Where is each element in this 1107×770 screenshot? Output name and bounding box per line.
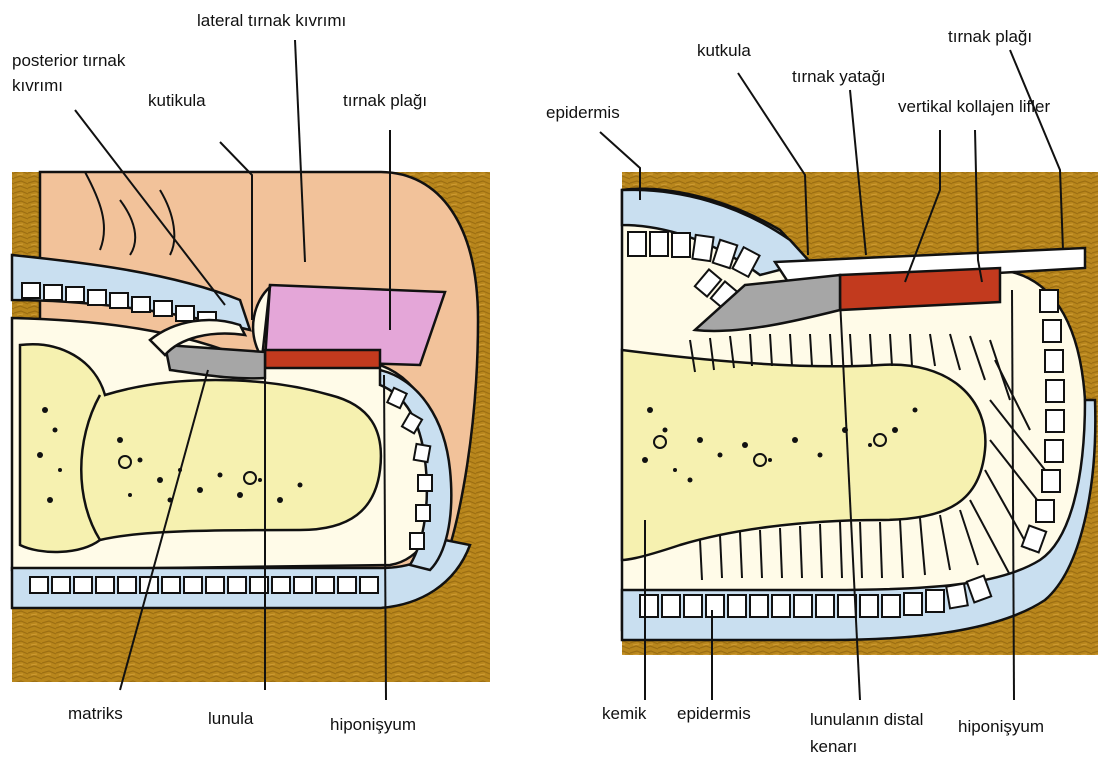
label-lunula-edge-line1: lunulanın distal — [810, 710, 923, 729]
label-posterior-nail-fold-line2: kıvrımı — [12, 76, 63, 95]
label-hyponychium-left: hiponişyum — [330, 715, 416, 734]
label-lunula: lunula — [208, 709, 254, 728]
right-panel: tırnak plağı kutkula tırnak yatağı verti… — [546, 27, 1098, 756]
label-nail-bed: tırnak yatağı — [792, 67, 886, 86]
label-cuticle-left: kutikula — [148, 91, 206, 110]
left-nail-bed — [265, 350, 380, 368]
label-epidermis-bottom: epidermis — [677, 704, 751, 723]
label-matrix: matriks — [68, 704, 123, 723]
label-lateral-nail-fold: lateral tırnak kıvrımı — [197, 11, 346, 30]
label-hyponychium-right: hiponişyum — [958, 717, 1044, 736]
label-epidermis-top: epidermis — [546, 103, 620, 122]
label-nail-plate-left: tırnak plağı — [343, 91, 427, 110]
label-bone: kemik — [602, 704, 647, 723]
label-cuticle-right: kutkula — [697, 41, 751, 60]
label-nail-plate-right: tırnak plağı — [948, 27, 1032, 46]
right-nail-bed — [840, 268, 1000, 310]
label-posterior-nail-fold-line1: posterior tırnak — [12, 51, 126, 70]
left-panel: lateral tırnak kıvrımı posterior tırnak … — [12, 11, 490, 734]
label-lunula-edge-line2: kenarı — [810, 737, 857, 756]
label-vertical-collagen: vertikal kollajen lifler — [898, 97, 1050, 116]
